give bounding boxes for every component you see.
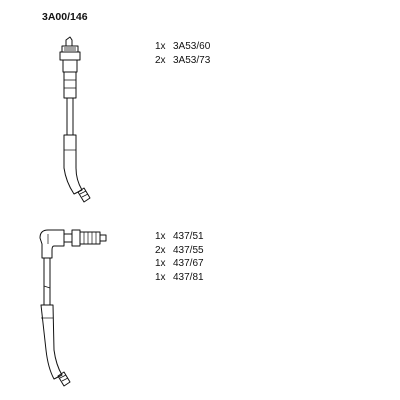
- lower-cable-parts-list: 1x 437/51 2x 437/55 1x 437/67 1x 437/81: [155, 230, 204, 284]
- part-code: 3A53/60: [173, 41, 211, 52]
- part-code: 437/51: [173, 231, 204, 242]
- part-number-title: 3A00/146: [42, 11, 88, 23]
- part-quantity: 2x: [155, 244, 166, 256]
- part-quantity: 1x: [155, 271, 166, 283]
- upper-cable-illustration: [59, 36, 91, 203]
- part-quantity: 1x: [155, 41, 166, 52]
- part-row: 1x 3A53/60: [155, 40, 210, 54]
- part-quantity: 2x: [155, 54, 166, 66]
- part-code: 3A53/73: [173, 54, 211, 66]
- part-code: 437/81: [173, 271, 204, 283]
- part-quantity: 1x: [155, 258, 166, 270]
- part-row: 1x 437/67: [155, 257, 204, 271]
- part-row: 2x 3A53/73: [155, 54, 210, 68]
- part-quantity: 1x: [155, 231, 166, 242]
- upper-cable-parts-list: 1x 3A53/60 2x 3A53/73: [155, 40, 210, 67]
- part-row: 2x 437/55: [155, 244, 204, 258]
- part-row: 1x 437/81: [155, 271, 204, 285]
- part-code: 437/55: [173, 244, 204, 256]
- lower-cable-illustration: [39, 229, 107, 387]
- part-row: 1x 437/51: [155, 230, 204, 244]
- part-code: 437/67: [173, 258, 204, 270]
